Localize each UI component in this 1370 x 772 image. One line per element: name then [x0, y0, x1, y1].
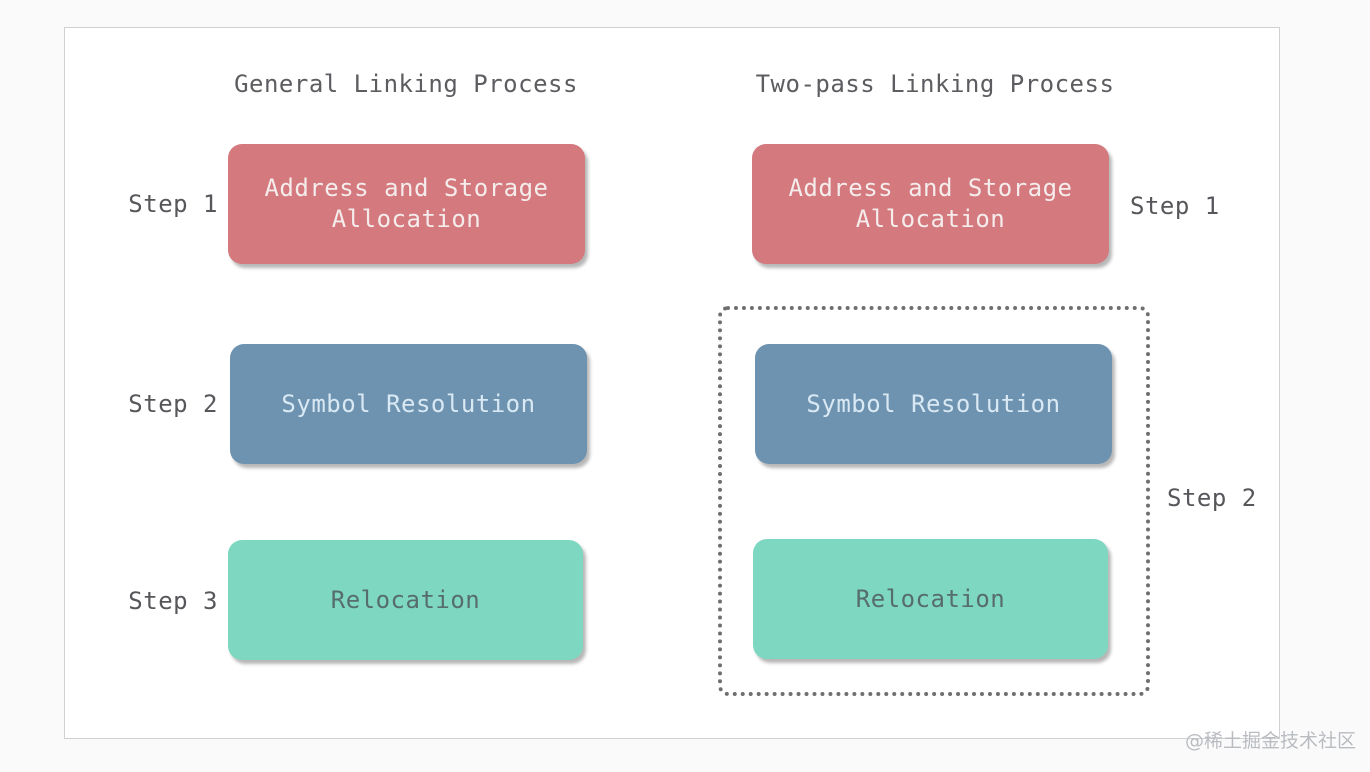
left-box-address-storage-allocation: Address and Storage Allocation	[228, 144, 585, 264]
right-step-2-label: Step 2	[1167, 484, 1257, 512]
two-pass-linking-process-title: Two-pass Linking Process	[755, 70, 1115, 98]
left-box-symbol-resolution: Symbol Resolution	[230, 344, 587, 464]
left-box-relocation: Relocation	[228, 540, 583, 660]
right-box-relocation: Relocation	[753, 539, 1108, 659]
left-step-3-label: Step 3	[128, 587, 218, 615]
right-step-1-label: Step 1	[1130, 192, 1220, 220]
left-step-1-label: Step 1	[128, 190, 218, 218]
pass-2-dotted-group-border	[718, 306, 1150, 696]
left-step-2-label: Step 2	[128, 390, 218, 418]
juejin-watermark: @稀土掘金技术社区	[1185, 730, 1357, 752]
right-box-symbol-resolution: Symbol Resolution	[755, 344, 1112, 464]
general-linking-process-title: General Linking Process	[234, 70, 578, 98]
right-box-address-storage-allocation: Address and Storage Allocation	[752, 144, 1109, 264]
